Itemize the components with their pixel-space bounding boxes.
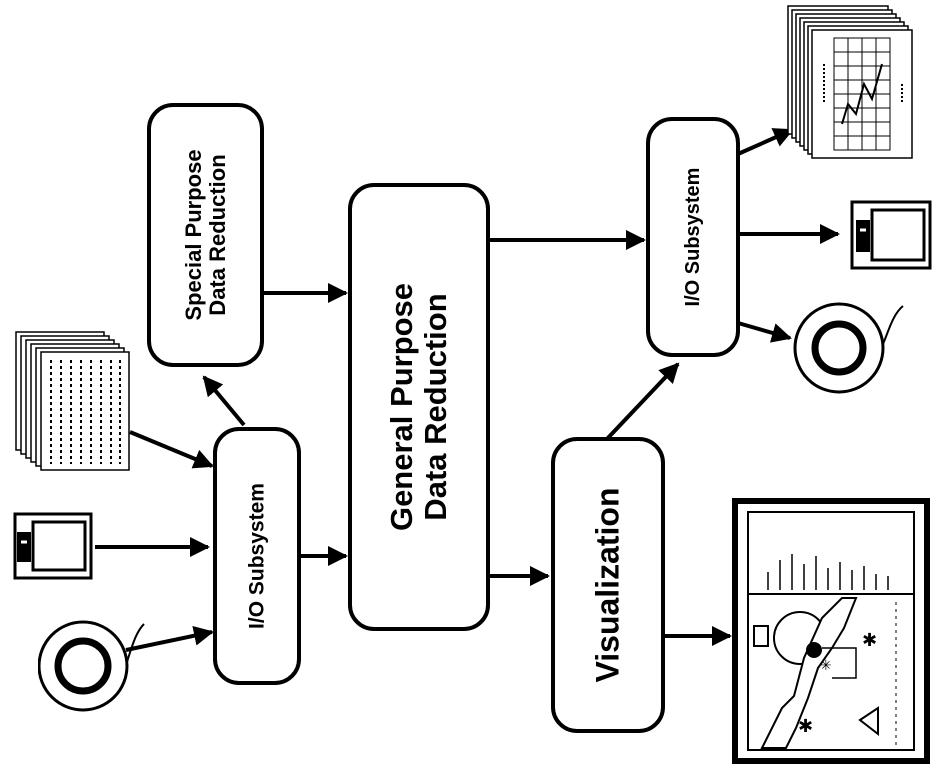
io-subsystem-input-label: I/O Subsystem: [245, 483, 269, 629]
arrow-io-to-special: [202, 375, 246, 427]
output-disk-drive-icon: [850, 200, 932, 270]
svg-text:✱: ✱: [862, 630, 877, 651]
io-subsystem-input-box: I/O Subsystem: [213, 427, 301, 685]
visualization-box: Visualization: [551, 437, 665, 733]
visualization-label: Visualization: [589, 487, 626, 683]
general-purpose-box: General Purpose Data Reduction: [348, 183, 490, 631]
io-subsystem-output-label: I/O Subsystem: [682, 167, 704, 307]
svg-text:✳: ✳: [820, 658, 832, 674]
display-screen-icon: ✱ ✱ ✳: [732, 498, 930, 764]
arrow-io-right-to-printout: [737, 128, 794, 156]
svg-text:✱: ✱: [798, 716, 813, 737]
arrow-printout-to-io: [129, 430, 214, 469]
tape-reel-icon: [38, 620, 145, 712]
arrow-io-right-to-tape: [737, 321, 792, 343]
arrow-tape-to-io: [125, 625, 214, 652]
io-subsystem-output-box: I/O Subsystem: [646, 117, 740, 357]
plot-printout-stack-icon: [787, 5, 913, 159]
output-tape-reel-icon: [793, 302, 904, 394]
special-purpose-box: Special Purpose Data Reduction: [147, 103, 264, 367]
special-purpose-label: Special Purpose Data Reduction: [180, 149, 230, 321]
printout-stack-icon: [15, 331, 130, 471]
disk-drive-icon: [13, 512, 93, 580]
arrow-visualization-to-io-right: [604, 362, 680, 442]
general-purpose-label: General Purpose Data Reduction: [383, 282, 453, 532]
